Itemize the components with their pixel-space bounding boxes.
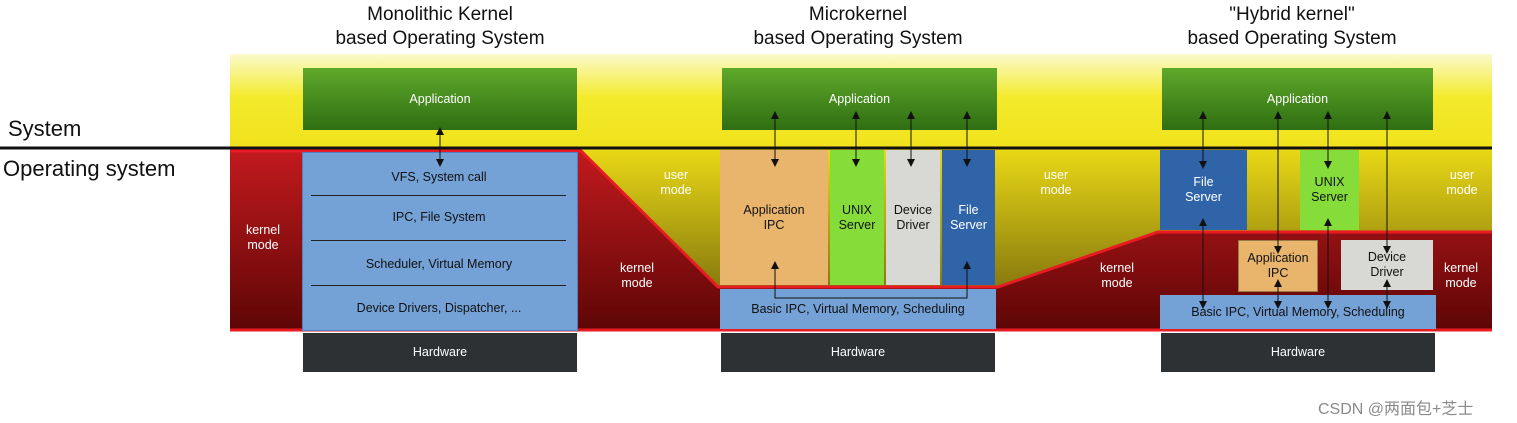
hybrid-basic-ipc: Basic IPC, Virtual Memory, Scheduling — [1160, 295, 1436, 329]
hybrid-unix-server: UNIX Server — [1300, 150, 1359, 230]
title-monolithic: Monolithic Kernel based Operating System — [335, 4, 545, 49]
hybrid-right-user-mode-label: user mode — [1446, 168, 1478, 197]
hybrid-application: Application — [1162, 68, 1433, 130]
micro-device-driver: Device Driver — [886, 150, 940, 285]
title-hybrid: "Hybrid kernel" based Operating System — [1187, 4, 1397, 49]
micro-application: Application — [722, 68, 997, 130]
mono-ipc-fs: IPC, File System — [392, 209, 486, 224]
micro-left-kernel-mode-label: kernel mode — [619, 261, 655, 290]
side-label-os: Operating system — [3, 156, 176, 181]
title-microkernel: Microkernel based Operating System — [753, 4, 963, 49]
mono-hardware: Hardware — [303, 333, 577, 372]
hybrid-hardware: Hardware — [1161, 333, 1435, 372]
micro-hardware: Hardware — [721, 333, 995, 372]
watermark: CSDN @两面包+芝士 — [1318, 401, 1474, 418]
micro-app-ipc: Application IPC — [720, 150, 828, 285]
mono-application: Application — [303, 68, 577, 130]
hybrid-app-ipc: Application IPC — [1238, 240, 1318, 292]
mono-divider-1 — [311, 195, 566, 196]
micro-unix-server: UNIX Server — [830, 150, 884, 285]
hybrid-left-user-mode-label: user mode — [1040, 168, 1072, 197]
kernel-boundary-line — [578, 148, 1492, 289]
mono-kernel-stack — [302, 152, 578, 331]
mono-vfs: VFS, System call — [391, 169, 487, 184]
hybrid-left-kernel-mode-label: kernel mode — [1099, 261, 1135, 290]
mono-divider-3 — [311, 285, 566, 286]
mono-divider-2 — [311, 240, 566, 241]
mono-drivers: Device Drivers, Dispatcher, ... — [356, 300, 522, 315]
hybrid-device-driver: Device Driver — [1341, 240, 1433, 290]
mono-scheduler: Scheduler, Virtual Memory — [365, 256, 513, 271]
hybrid-file-server: File Server — [1160, 150, 1247, 230]
micro-left-user-mode-label: user mode — [660, 168, 692, 197]
side-label-system: System — [8, 116, 82, 141]
micro-file-server: File Server — [942, 150, 995, 285]
mono-kernel-mode-label: kernel mode — [245, 223, 281, 252]
hybrid-right-kernel-mode-label: kernel mode — [1443, 261, 1479, 290]
micro-basic-ipc: Basic IPC, Virtual Memory, Scheduling — [720, 289, 996, 329]
